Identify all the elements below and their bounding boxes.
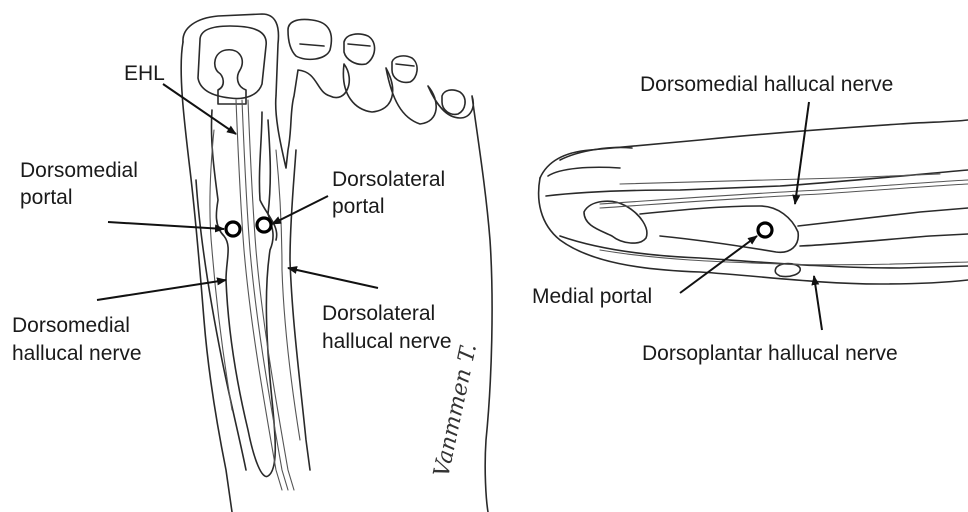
label-dorsolateral-hallucal-nerve: Dorsolateral hallucal nerve bbox=[322, 302, 452, 353]
dorsomedial-portal-marker bbox=[226, 222, 240, 236]
label-dorsolateral-portal: Dorsolateral portal bbox=[332, 168, 451, 218]
medial-portal-marker bbox=[758, 223, 772, 237]
dorsolateral-nerve-arrow bbox=[288, 268, 378, 288]
label-dorsolateral-hallucal-nerve-line2: hallucal nerve bbox=[322, 330, 452, 353]
label-dorsomedial-hallucal-nerve: Dorsomedial hallucal nerve bbox=[12, 314, 142, 365]
ehl-arrow bbox=[163, 84, 236, 134]
label-dorsomedial-portal-line1: Dorsomedial bbox=[20, 159, 138, 182]
dorsoplantar-nerve-arrow bbox=[814, 276, 822, 330]
label-medial-portal: Medial portal bbox=[532, 285, 652, 308]
label-medial-dorsomedial-hallucal-nerve: Dorsomedial hallucal nerve bbox=[640, 73, 893, 96]
label-dorsolateral-portal-line1: Dorsolateral bbox=[332, 168, 445, 191]
medial-dorsomedial-nerve-arrow bbox=[795, 102, 809, 204]
medial-hallux-drawing bbox=[539, 120, 968, 284]
label-dorsomedial-hallucal-nerve-line2: hallucal nerve bbox=[12, 342, 142, 365]
dorsomedial-portal-arrow bbox=[108, 222, 224, 229]
label-dorsoplantar-hallucal-nerve: Dorsoplantar hallucal nerve bbox=[642, 342, 898, 365]
dorsolateral-portal-marker bbox=[257, 218, 271, 232]
dorsomedial-nerve-arrow bbox=[97, 280, 226, 300]
label-dorsomedial-portal: Dorsomedial portal bbox=[20, 159, 144, 209]
label-ehl: EHL bbox=[124, 62, 165, 85]
label-dorsomedial-hallucal-nerve-line1: Dorsomedial bbox=[12, 314, 130, 337]
label-dorsolateral-portal-line2: portal bbox=[332, 195, 385, 218]
artist-signature: Vanmmen T. bbox=[429, 342, 482, 480]
label-dorsolateral-hallucal-nerve-line1: Dorsolateral bbox=[322, 302, 435, 325]
dorsal-foot-drawing: Vanmmen T. bbox=[181, 14, 492, 512]
label-dorsomedial-portal-line2: portal bbox=[20, 186, 73, 209]
medial-portal-arrow bbox=[680, 236, 757, 293]
